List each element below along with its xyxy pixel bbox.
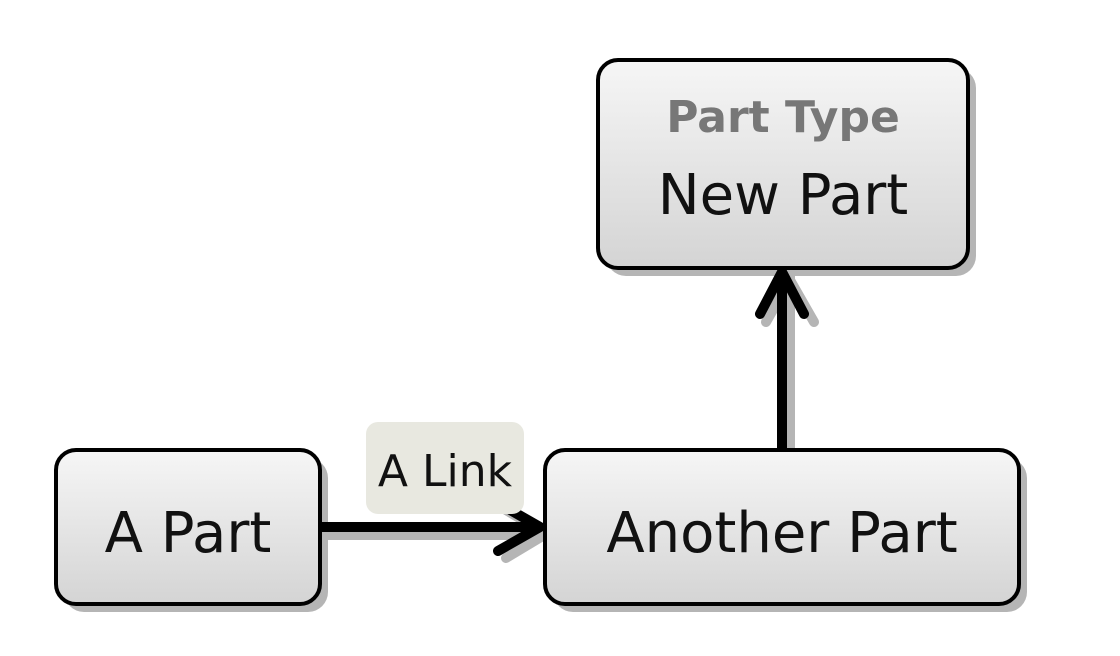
node-a-part[interactable]: A Part	[54, 448, 322, 606]
arrowhead-another-to-new	[755, 267, 809, 319]
node-another-part-box	[543, 448, 1021, 606]
link-label-a-to-another: A Link	[378, 446, 513, 497]
node-new-part-box	[596, 58, 970, 270]
node-a-part-label: A Part	[105, 501, 272, 566]
node-a-part-box	[54, 448, 322, 606]
link-label-background	[366, 422, 524, 514]
node-new-part[interactable]: Part Type New Part	[596, 58, 970, 270]
node-another-part-label: Another Part	[606, 501, 957, 566]
node-another-part[interactable]: Another Part	[543, 448, 1021, 606]
node-new-part-type-label: Part Type	[666, 92, 900, 143]
link-label-group[interactable]: A Link	[366, 422, 524, 514]
node-new-part-label: New Part	[658, 163, 909, 228]
